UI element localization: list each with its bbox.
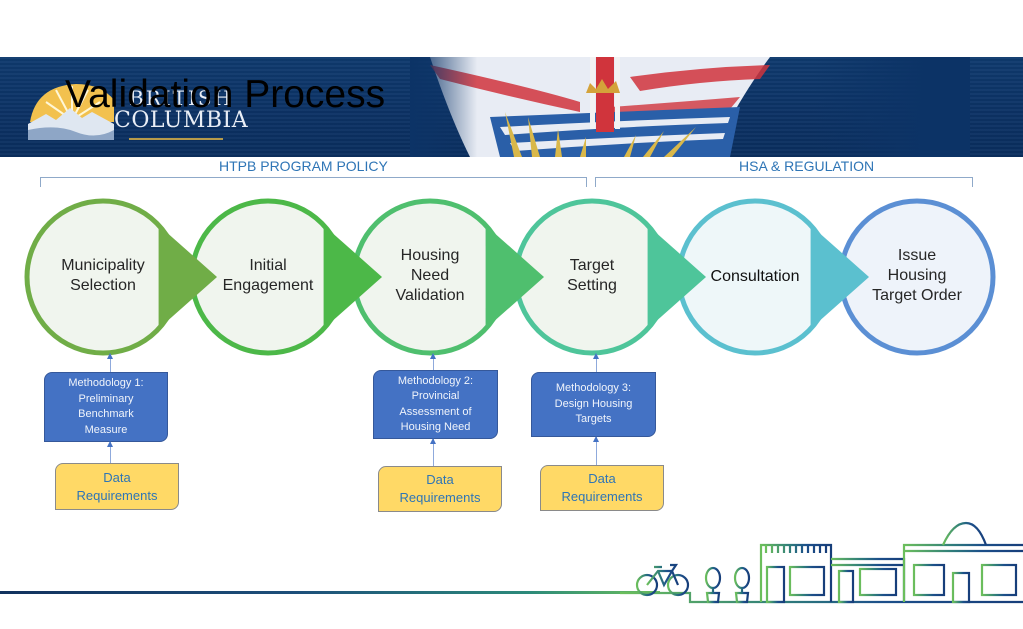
step-label-5: Consultation <box>680 267 830 287</box>
method-1-line: Measure <box>84 423 128 436</box>
step-arrow-1 <box>158 225 217 329</box>
step-label-line: Need <box>410 266 450 284</box>
step-label-line: Issue <box>897 246 937 264</box>
method-1-line: Preliminary <box>78 392 134 405</box>
logo-text-british: BRITISH <box>129 86 234 110</box>
connector-step1-method1 <box>107 353 113 372</box>
method-3-line: Methodology 3: <box>555 382 632 395</box>
step-label-line: Target Order <box>872 286 962 304</box>
footer-line <box>0 591 660 594</box>
step-arrow-5 <box>810 225 869 329</box>
method-3-line: Targets <box>575 413 612 426</box>
step-label-line: Initial <box>249 257 287 274</box>
bracket-htpb <box>40 177 587 187</box>
data-label: Data <box>103 469 131 485</box>
data-label: Data <box>588 471 616 486</box>
step-label-line: Selection <box>70 277 136 294</box>
step-arrow-4 <box>647 225 706 329</box>
header-banner: BRITISH COLUMBIA <box>0 57 1023 157</box>
step-label-line: Target <box>569 257 615 274</box>
step-label-line: Validation <box>395 286 465 304</box>
connector-data3-method3 <box>593 436 599 465</box>
data-label: Data <box>426 472 454 487</box>
sun-mountains-icon <box>28 84 114 140</box>
method-2-line: Assessment of <box>399 405 472 418</box>
bicycle-icon <box>635 563 690 597</box>
method-2-line: Methodology 2: <box>397 374 474 387</box>
logo-text-columbia: COLUMBIA <box>114 108 249 133</box>
logo-underline <box>129 138 223 140</box>
bc-flag-icon <box>410 57 970 157</box>
page-title: Validation Process <box>65 73 386 116</box>
method-1-line: Methodology 1: <box>68 377 144 389</box>
step-label-line: Municipality <box>61 257 145 274</box>
data-label: Requirements <box>399 490 481 505</box>
street-illustration-icon <box>620 521 1023 604</box>
connector-data1-method1 <box>107 441 113 463</box>
connector-step4-method3 <box>593 353 599 372</box>
step-label-line: Setting <box>567 277 617 294</box>
step-label-line: Housing <box>400 246 460 264</box>
step-arrow-3 <box>485 225 544 329</box>
method-1-line: Benchmark <box>78 408 134 420</box>
method-2-line: Provincial <box>411 390 460 402</box>
method-2-line: Housing Need <box>400 421 471 433</box>
step-label-line: Engagement <box>222 277 314 294</box>
section-label-hsa: HSA & REGULATION <box>739 158 875 174</box>
connector-step3-method2 <box>430 353 436 370</box>
bracket-hsa <box>595 177 973 187</box>
step-label-line: Housing <box>887 266 947 284</box>
method-3-line: Design Housing <box>554 397 633 410</box>
step-label-line: Consultation <box>710 267 800 285</box>
data-label: Requirements <box>561 489 643 504</box>
bc-logo: BRITISH COLUMBIA <box>26 78 249 148</box>
data-label: Requirements <box>76 487 158 503</box>
tree-planter-icon <box>704 566 751 604</box>
section-label-htpb: HTPB PROGRAM POLICY <box>219 158 388 174</box>
step-arrow-2 <box>323 225 382 329</box>
connector-data2-method2 <box>430 438 436 466</box>
